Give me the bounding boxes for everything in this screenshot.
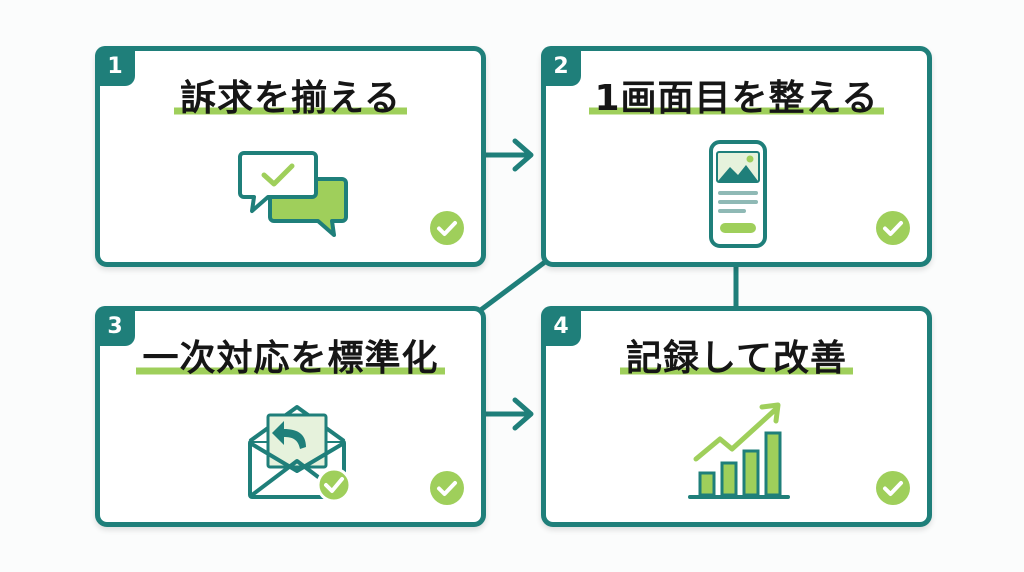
step-number-badge: 3 bbox=[95, 306, 135, 346]
step-number-badge: 1 bbox=[95, 46, 135, 86]
check-circle-icon bbox=[876, 471, 910, 505]
check-circle-icon bbox=[876, 211, 910, 245]
step-title: 1画面目を整える bbox=[588, 81, 885, 119]
check-circle-icon bbox=[430, 211, 464, 245]
step-card-3: 3 一次対応を標準化 bbox=[95, 306, 486, 527]
step-title: 記録して改善 bbox=[620, 341, 853, 379]
step-card-4: 4 記録して改善 bbox=[541, 306, 932, 527]
step-card-1: 1 訴求を揃える bbox=[95, 46, 486, 267]
arrow-1-to-2 bbox=[483, 138, 534, 172]
arrow-3-to-4 bbox=[483, 397, 534, 431]
smartphone-screen-icon bbox=[709, 140, 767, 248]
step-number-badge: 4 bbox=[541, 306, 581, 346]
envelope-reply-icon bbox=[248, 405, 352, 503]
step-card-2: 2 1画面目を整える bbox=[541, 46, 932, 267]
growth-bar-chart-icon bbox=[688, 402, 790, 499]
check-circle-icon bbox=[430, 471, 464, 505]
chat-bubbles-check-icon bbox=[238, 151, 348, 237]
step-title: 訴求を揃える bbox=[174, 81, 407, 119]
step-number-badge: 2 bbox=[541, 46, 581, 86]
step-title: 一次対応を標準化 bbox=[136, 341, 445, 379]
connector-2-to-3 bbox=[475, 259, 548, 315]
